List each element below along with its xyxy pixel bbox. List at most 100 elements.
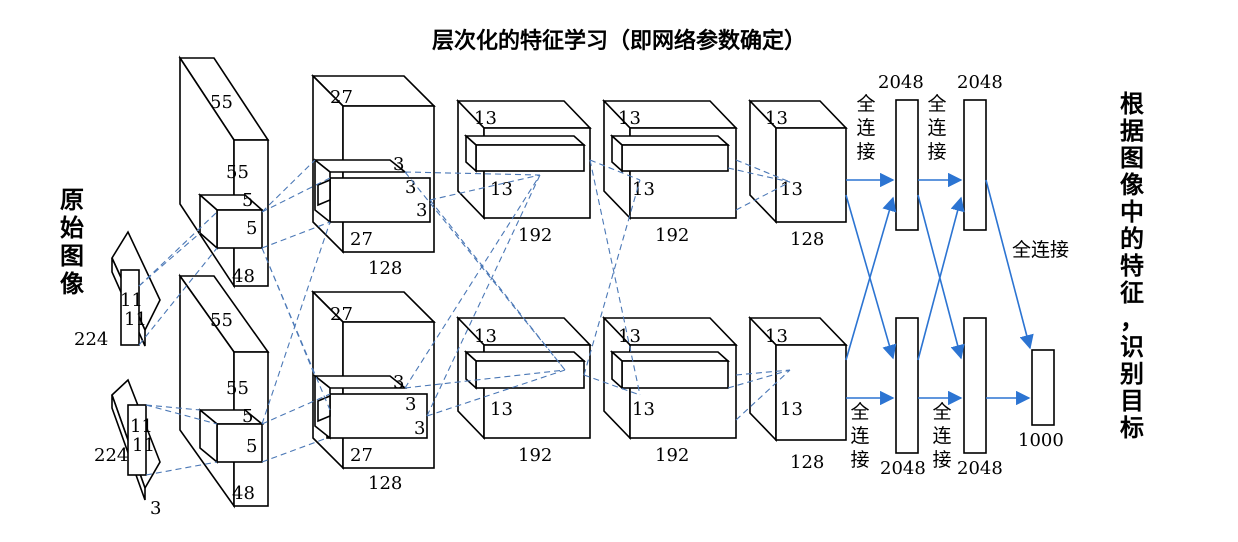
- conv1-bottom-kernel-label: 5: [242, 406, 253, 427]
- fc-label-conv-bottom-char: 连: [850, 425, 869, 447]
- conv2-bottom-kernel3-label: 3: [414, 418, 425, 439]
- conv5-top-size2-label: 13: [780, 179, 803, 200]
- fc-label-conv-top-char: 连: [856, 117, 875, 139]
- input-image: 11 11 11 11 224 224 3: [74, 230, 161, 519]
- fc2-bottom-layer: [963, 317, 987, 454]
- conv2-bottom: 27 3 3 3 27 128: [311, 290, 436, 494]
- conv4-top-depth-label: 192: [655, 225, 689, 246]
- conv4-top: 13 13 192: [602, 99, 738, 246]
- conv5-bottom-size-label: 13: [765, 326, 788, 347]
- right-label-char: 标: [1120, 414, 1144, 442]
- input-kernel-label-top: 11: [120, 290, 143, 311]
- right-label-char: 根: [1120, 90, 1144, 118]
- conv1-bottom-kernel2-label: 5: [246, 436, 257, 457]
- conv1-top-depth-label: 48: [232, 266, 255, 287]
- conv5-bottom-size2-label: 13: [780, 399, 803, 420]
- conv2-top-kernel-label: 3: [393, 154, 404, 175]
- fc-label-fc1-top-char: 接: [927, 141, 946, 163]
- right-label-char: 识: [1120, 333, 1144, 361]
- input-kernel-bottom: [127, 404, 147, 476]
- fc-label-fc1-top: 全连接: [927, 93, 946, 163]
- conv2-bottom-kernel2-label: 3: [405, 394, 416, 415]
- left-label-char: 像: [60, 270, 85, 298]
- conv5-bottom-depth-label: 128: [790, 452, 824, 473]
- dashed-connections: [138, 159, 791, 476]
- conv5-top-depth-label: 128: [790, 229, 824, 250]
- right-label-char: 图: [1120, 144, 1144, 172]
- conv3-top-size2-label: 13: [490, 179, 513, 200]
- conv1-top-kernel2-label: 5: [246, 218, 257, 239]
- fc-label-fc1-top-char: 连: [927, 117, 946, 139]
- conv2-bottom-size-label: 27: [330, 304, 353, 325]
- conv2-top-size-label: 27: [330, 87, 353, 108]
- conv2-bottom-kernel-label: 3: [393, 372, 404, 393]
- output-units: 1000: [1018, 430, 1064, 451]
- conv4-top-size-label: 13: [618, 108, 641, 129]
- conv3-top-depth-label: 192: [518, 225, 552, 246]
- input-kernel-label-bottom: 11: [130, 416, 153, 437]
- fc1-bottom-units: 2048: [880, 458, 926, 479]
- right-label-char: 征: [1120, 279, 1144, 307]
- input-channels-label: 3: [150, 498, 161, 519]
- conv2-top: 27 3 3 3 27 128: [311, 74, 436, 279]
- conv1-bottom-w-label: 55: [226, 378, 249, 399]
- input-kernel-top: [120, 269, 140, 346]
- fc-label-output: 全连接: [1012, 239, 1069, 261]
- fc-label-fc1-bottom-char: 全: [932, 401, 951, 423]
- left-label-char: 始: [60, 214, 84, 242]
- fc-label-fc1-bottom-char: 连: [932, 425, 951, 447]
- conv5-bottom: 13 13 128: [748, 316, 848, 473]
- fc2-bottom-units: 2048: [957, 458, 1003, 479]
- input-size-label-b: 224: [94, 445, 128, 466]
- fc-label-conv-top: 全连接: [856, 93, 875, 163]
- input-kernel2-label-bottom: 11: [132, 435, 155, 456]
- left-label-char: 原: [60, 186, 84, 214]
- left-label-char: 图: [60, 242, 84, 270]
- right-label-char: 的: [1120, 225, 1144, 253]
- fc2-top-units: 2048: [957, 72, 1003, 93]
- conv3-bottom-depth-label: 192: [518, 445, 552, 466]
- right-label-char: 特: [1120, 252, 1144, 280]
- right-label-char: 中: [1120, 198, 1144, 226]
- conv2-top-kernel2-label: 3: [405, 177, 416, 198]
- conv4-bottom: 13 13 192: [602, 316, 738, 466]
- conv3-bottom-size-label: 13: [474, 326, 497, 347]
- fc-arrows: [845, 172, 1034, 406]
- fc-label-fc1-bottom-char: 接: [932, 449, 951, 471]
- conv1-bottom-depth-label: 48: [232, 483, 255, 504]
- fc-layers: 2048 2048 2048 2048 1000 全连接 全连接 全连接 全连接…: [850, 72, 1069, 479]
- right-label-char: 据: [1120, 117, 1144, 145]
- conv2-top-depth-label: 128: [368, 258, 402, 279]
- conv3-top-size-label: 13: [474, 108, 497, 129]
- conv4-bottom-depth-label: 192: [655, 445, 689, 466]
- fc-label-conv-top-char: 全: [856, 93, 875, 115]
- conv5-top: 13 13 128: [748, 99, 848, 250]
- fc-label-conv-top-char: 接: [856, 141, 875, 163]
- fc1-top-units: 2048: [878, 72, 924, 93]
- right-label-char: 别: [1119, 360, 1144, 388]
- conv4-top-size2-label: 13: [632, 179, 655, 200]
- conv4-bottom-size-label: 13: [618, 326, 641, 347]
- right-label-char: 像: [1120, 171, 1145, 199]
- input-kernel2-label-top: 11: [124, 309, 147, 330]
- fc-label-fc1-top-char: 全: [927, 93, 946, 115]
- output-layer: [1031, 349, 1055, 426]
- fc1-top-layer: [895, 99, 919, 231]
- conv3-top: 13 13 192: [456, 99, 592, 246]
- conv2-top-size2-label: 27: [350, 229, 373, 250]
- right-label-char: 目: [1120, 387, 1144, 415]
- input-size-label-a: 224: [74, 329, 108, 350]
- fc-label-conv-bottom-char: 全: [850, 401, 869, 423]
- conv1-top-kernel-label: 5: [242, 190, 253, 211]
- conv2-top-kernel3-label: 3: [416, 200, 427, 221]
- fc-label-conv-bottom-char: 接: [850, 449, 869, 471]
- conv5-top-size-label: 13: [765, 108, 788, 129]
- fc-label-conv-bottom: 全连接: [850, 401, 869, 471]
- fc-label-fc1-bottom: 全连接: [932, 401, 951, 471]
- conv2-bottom-size2-label: 27: [350, 445, 373, 466]
- diagram-title: 层次化的特征学习（即网络参数确定）: [432, 28, 806, 54]
